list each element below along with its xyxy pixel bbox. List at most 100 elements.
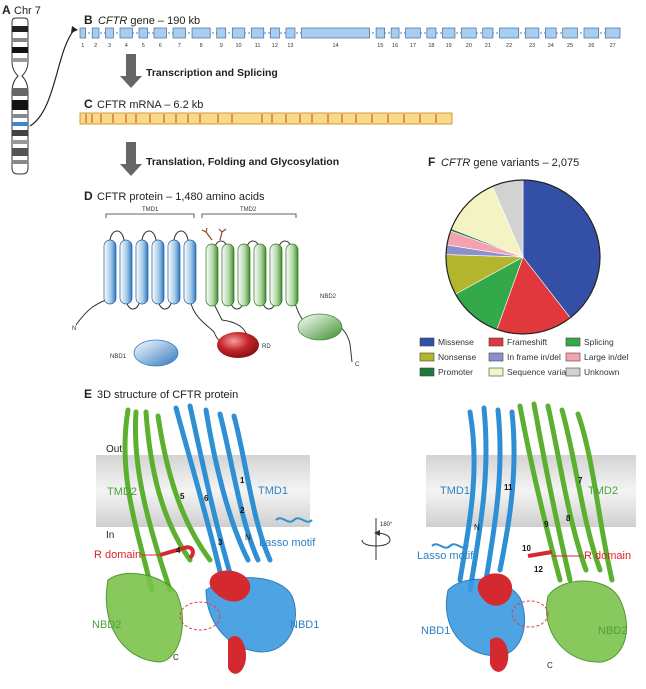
left-nbd2 [105,572,183,663]
right-lasso-coil [431,543,469,549]
variants-pie-chart [445,179,601,335]
left-helix-number: 1 [240,476,245,485]
left-tmd1-helices [173,403,273,583]
right-nbd1-label: NBD1 [421,625,450,637]
exon-number: 8 [200,43,203,49]
exon-number: 25 [567,43,573,49]
left-n-terminus: N [245,533,251,542]
exon-box [390,27,400,39]
legend-swatch [565,367,581,377]
left-in-label: In [106,530,114,541]
exon-box [461,27,477,39]
exon-number: 17 [410,43,416,49]
panel-b-letter: B [84,13,93,27]
legend-label: Promoter [438,367,473,377]
left-out-label: Out [106,444,122,455]
exon-box [583,27,600,39]
right-tmd1-helices [457,405,517,593]
mrna-bar [79,112,453,125]
right-r-domain-density [477,573,513,606]
exon-number: 4 [125,43,128,49]
panel-e-caption: 3D structure of CFTR protein [97,389,238,401]
panel-f-caption: CFTR gene variants – 2,075 [441,157,579,169]
translation-label: Translation, Folding and Glycosylation [146,156,339,168]
exon-number: 20 [466,43,472,49]
exon-box [231,27,246,39]
exon-box [216,27,227,39]
right-nbd2 [546,580,627,663]
tmd2-helix-cylinder [269,243,283,307]
left-tmd2-helices [122,407,213,593]
left-helix-number: 5 [180,492,185,501]
exon-number: 10 [235,43,241,49]
left-nbd2-label: NBD2 [92,619,121,631]
legend-label: In frame in/del [507,352,561,362]
right-lasso-label: Lasso motif [417,550,474,562]
legend-swatch [565,337,581,347]
d-rd-label: RD [262,344,271,350]
pie-outline [445,179,601,335]
exon-number: 19 [446,43,452,49]
left-tmd1-label: TMD1 [258,485,288,497]
tmd1-helix-cylinder [151,239,165,305]
d-c-terminus: C [355,362,360,368]
exon-box [191,27,211,39]
legend-swatch [419,352,435,362]
legend-label: Unknown [584,367,620,377]
left-helix-number: 4 [176,546,181,555]
nbd1-domain [133,339,179,367]
right-helix-number: 10 [522,544,531,553]
rd-domain [217,332,259,358]
tmd1-helix-cylinder [103,239,117,305]
tmd2-label: TMD2 [240,207,257,213]
tmd1-bracket [105,213,195,218]
tm-helices [103,239,299,307]
exon-number: 7 [178,43,181,49]
exon-number: 14 [332,43,338,49]
panel-e-letter: E [84,387,92,401]
glycosylation-marks [201,227,227,241]
tmd1-helix-cylinder [119,239,133,305]
exon-box [562,27,578,39]
tmd1-label: TMD1 [142,207,159,213]
left-dashed-region [179,601,221,631]
right-helix-number: 7 [578,476,583,485]
panel-b-caption: CFTR gene – 190 kb [98,15,200,27]
exon-number: 24 [548,43,554,49]
exon-number: 22 [506,43,512,49]
exon-number: 27 [610,43,616,49]
legend-label: Splicing [584,337,614,347]
legend-swatch [419,367,435,377]
exon-number: 5 [142,43,145,49]
right-helix-number: 8 [566,514,571,523]
right-r-domain-label: R domain [584,550,631,562]
exon-number: 26 [588,43,594,49]
exon-box [105,27,114,39]
exon-box [172,27,186,39]
chromosome-7 [11,17,29,175]
exon-box [301,27,370,39]
exon-box [285,27,296,39]
left-helix-number: 2 [240,506,245,515]
panel-a-caption: Chr 7 [14,5,41,17]
legend-label: Missense [438,337,474,347]
exon-number: 6 [159,43,162,49]
legend-swatch [565,352,581,362]
exon-box [119,27,133,39]
exon-number: 18 [428,43,434,49]
exon-box [269,27,280,39]
exon-number: 9 [220,43,223,49]
exon-number: 3 [108,43,111,49]
exon-number: 21 [485,43,491,49]
tmd1-helix-cylinder [167,239,181,305]
panel-c-caption: CFTR mRNA – 6.2 kb [97,99,203,111]
exon-box [499,27,520,39]
exon-box [79,27,87,39]
right-r-domain-density-2 [490,637,509,672]
left-nbd1-label: NBD1 [290,619,319,631]
right-c-terminus: C [547,661,553,670]
rotation-label: 180° [380,522,393,528]
